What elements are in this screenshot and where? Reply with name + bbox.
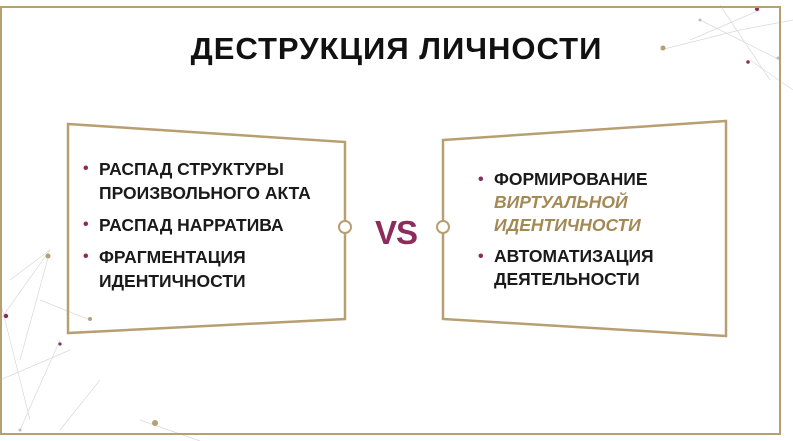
list-item-text: РАСПАД НАРРАТИВА	[99, 215, 284, 235]
right-list: • ФОРМИРОВАНИЕ ВИРТУАЛЬНОЙ ИДЕНТИЧНОСТИ • А…	[478, 168, 708, 299]
left-connector-icon	[338, 220, 352, 234]
bullet-icon: •	[83, 160, 89, 177]
list-item-text: РАСПАД СТРУКТУРЫ ПРОИЗВОЛЬНОГО АКТА	[99, 159, 311, 203]
list-item: • РАСПАД СТРУКТУРЫ ПРОИЗВОЛЬНОГО АКТА	[83, 157, 343, 205]
vs-label: VS	[374, 214, 418, 251]
page-title: ДЕСТРУКЦИЯ ЛИЧНОСТИ	[190, 31, 603, 66]
right-connector-icon	[436, 220, 450, 234]
bullet-icon: •	[478, 248, 484, 265]
list-item-text: АВТОМАТИЗАЦИЯ ДЕЯТЕЛЬНОСТИ	[494, 246, 654, 289]
bullet-icon: •	[478, 171, 484, 188]
list-item: • АВТОМАТИЗАЦИЯ ДЕЯТЕЛЬНОСТИ	[478, 245, 708, 291]
bullet-icon: •	[83, 248, 89, 265]
slide-frame	[0, 6, 781, 435]
list-item-text: ФРАГМЕНТАЦИЯ ИДЕНТИЧНОСТИ	[99, 247, 246, 291]
left-list: • РАСПАД СТРУКТУРЫ ПРОИЗВОЛЬНОГО АКТА • РА…	[83, 157, 343, 301]
list-item-accent: ВИРТУАЛЬНОЙ ИДЕНТИЧНОСТИ	[494, 192, 641, 235]
list-item: • ФОРМИРОВАНИЕ ВИРТУАЛЬНОЙ ИДЕНТИЧНОСТИ	[478, 168, 708, 237]
bullet-icon: •	[83, 216, 89, 233]
right-panel	[441, 119, 728, 338]
list-item-text: ФОРМИРОВАНИЕ	[494, 169, 648, 189]
list-item: • РАСПАД НАРРАТИВА	[83, 213, 343, 237]
list-item: • ФРАГМЕНТАЦИЯ ИДЕНТИЧНОСТИ	[83, 245, 343, 293]
left-panel	[66, 122, 347, 335]
